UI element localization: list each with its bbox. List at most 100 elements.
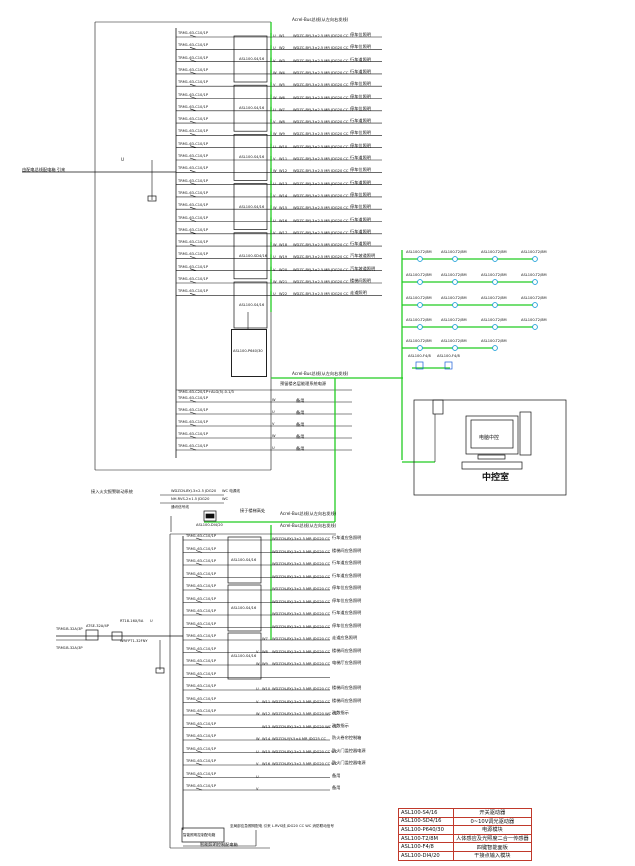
- breaker-label: TRM1-63-C10/1P: [186, 759, 216, 763]
- sensor-label: ASL100-T2/8M: [441, 339, 467, 343]
- breaker-contact: [189, 34, 197, 38]
- sensor-label: ASL100-T2/8M: [406, 318, 432, 322]
- circuit-number: W18: [279, 243, 288, 248]
- lower-cable: WDZCN-BYJ-3×2.5 MR JDG20 CC: [272, 537, 331, 541]
- circuit-use: 停车位照明: [350, 44, 371, 50]
- breaker-contact: [189, 96, 197, 99]
- circuit-phase: U: [273, 34, 276, 38]
- circuit-phase: V: [273, 267, 276, 272]
- lower-use: 行车道应急照明: [332, 535, 362, 540]
- breaker-contact: [189, 71, 197, 75]
- sensor-icon: [492, 256, 498, 262]
- computer-screen: [470, 419, 514, 449]
- breaker-label: TRM1-63-C10/1P: [178, 154, 208, 158]
- circuit-phase: W: [273, 206, 277, 211]
- driver-module: [227, 536, 262, 584]
- breaker-contact: [195, 750, 203, 753]
- circuit-phase: V: [273, 120, 276, 125]
- circuit-phase: U: [273, 107, 276, 112]
- breaker-contact: [195, 700, 203, 703]
- lower-use: 备用: [332, 772, 341, 778]
- sensor-icon: [417, 256, 423, 262]
- breaker-contact: [189, 256, 197, 259]
- breaker-contact: [195, 650, 203, 653]
- fire-cable-c: 通讯信号线: [171, 505, 189, 509]
- circuit-phase: U: [273, 255, 276, 260]
- lower-use: 停车位应急照明: [332, 597, 362, 603]
- driver-module-label: ASL100-S4/16: [231, 558, 257, 562]
- sensor-label: ASL100-T2/8M: [521, 318, 547, 322]
- breaker-contact: [195, 550, 203, 553]
- lower-phase: U: [256, 774, 259, 779]
- circuit-use: 走道照明: [350, 290, 367, 296]
- computer-monitor: [465, 415, 519, 455]
- lower-phase: W: [256, 662, 260, 666]
- breaker-contact: [189, 280, 197, 284]
- breaker-label: TRM1-63-C10/1P: [186, 696, 216, 701]
- breaker-label: TRM1-63-C10/1P: [186, 609, 216, 613]
- control-screen-label: 电脑中控: [479, 435, 500, 441]
- breaker-contact: [195, 737, 203, 741]
- circuit-cable: WDZC-BYJ-3×2.5 MR JDG20 CC: [293, 218, 349, 223]
- breaker-contact: [195, 675, 203, 678]
- bus-title-upper: Acrel-Bus总线(从左向右发线): [292, 17, 349, 22]
- breaker-contact: [195, 562, 203, 566]
- breaker-contact: [189, 219, 197, 222]
- sensor-label: ASL100-T2/8M: [481, 318, 507, 322]
- sensor-icon: [532, 324, 538, 330]
- circuit-number: W21: [279, 280, 288, 284]
- circuit-use: 停车位照明: [350, 142, 371, 148]
- lower-incoming-a: TRM1B-32A/3P: [56, 627, 83, 631]
- power-module-box: [231, 329, 267, 377]
- circuit-cable: WDZC-BYJ-3×2.5 MR JDG20 CC: [293, 58, 349, 63]
- breaker-contact: [195, 775, 203, 778]
- sensor-icon: [417, 279, 423, 285]
- breaker-label: TRM1-63-C10/1P: [178, 203, 208, 208]
- breaker-contact: [189, 206, 197, 210]
- sensor-icon: [452, 324, 458, 330]
- circuit-phase: V: [273, 58, 276, 63]
- circuit-number: W5: [279, 83, 285, 88]
- breaker-label: TRM1-63-C10/1P: [178, 67, 208, 72]
- smart-panel-label: ASL100-F4/8: [437, 354, 460, 358]
- legend-model: ASL100-T2/8M: [398, 833, 454, 844]
- circuit-phase: U: [273, 292, 276, 297]
- lower-fuse: [155, 667, 165, 674]
- lower-contactor: ATSE-32A/4P: [86, 624, 109, 628]
- lower-number: W14: [262, 737, 271, 741]
- circuit-use: 停车位照明: [350, 81, 371, 87]
- breaker-contact: [189, 108, 197, 112]
- circuit-use: 汽车坡道照明: [350, 253, 376, 259]
- breaker-label: TRM1-63-C10/1P: [186, 721, 216, 726]
- breaker-label: TRM1-63-C10/1P: [178, 215, 208, 220]
- legend-desc: 干接点输入模块: [453, 850, 532, 861]
- breaker-contact: [195, 725, 203, 728]
- sensor-icon: [492, 279, 498, 285]
- circuit-cable: WDZC-BYJ-3×2.5 MR JDG20 CC: [293, 280, 349, 284]
- circuit-use: 行车道照明: [350, 68, 371, 74]
- lower-phase: U: [256, 749, 259, 754]
- sensor-icon: [452, 256, 458, 262]
- circuit-use: 停车位照明: [350, 167, 371, 173]
- circuit-cable: WDZC-BYJ-3×2.5 MR JDG20 CC: [293, 107, 349, 112]
- breaker-label: TRM1-63-C10/1P: [178, 80, 208, 85]
- lower-phase: V: [256, 649, 259, 654]
- circuit-use: 停车位照明: [350, 191, 371, 197]
- circuit-cable: WDZC-BYJ-3×2.5 MR JDG20 CC: [293, 83, 349, 88]
- driver-module: [227, 584, 262, 632]
- circuit-use: 楼梯间照明: [350, 278, 371, 283]
- driver-module: [233, 232, 268, 280]
- driver-module-label: ASL100-SD4/16: [239, 253, 268, 258]
- fire-cable-b-tail: WC: [222, 497, 229, 501]
- legend-desc: 人体感应及光照度二合一传感器: [453, 833, 532, 844]
- control-room-module: [432, 399, 444, 415]
- lower-phase: V: [256, 787, 259, 791]
- breaker-label: TRM1-63-C10/1P: [178, 408, 208, 412]
- circuit-number: W1: [279, 34, 285, 38]
- breaker-label: TRM1-63-C10/1P: [186, 621, 216, 626]
- breaker-label: TRM1-63-C10/1P: [178, 252, 208, 257]
